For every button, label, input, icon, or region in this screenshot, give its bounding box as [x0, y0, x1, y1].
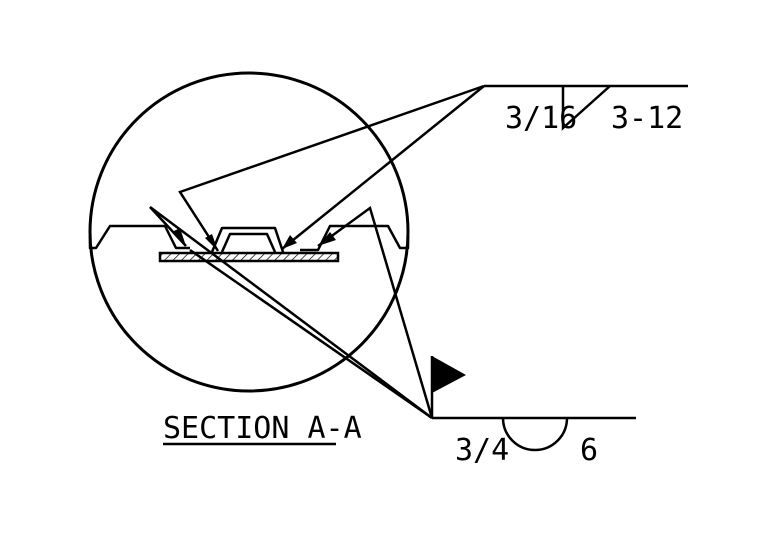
- plug-weld-length: 6: [580, 433, 598, 468]
- fillet-leader-left: [178, 84, 485, 252]
- hat-channel-outer: [210, 226, 285, 253]
- deck-profile-left: [88, 224, 190, 250]
- fillet-arrow-left: [205, 234, 218, 251]
- plug-leader-2: [189, 248, 433, 420]
- fillet-leader-right: [281, 85, 485, 250]
- hat-channel-inner: [220, 232, 277, 253]
- fillet-arrow-right: [282, 235, 297, 249]
- plug-leader-1b: [149, 206, 187, 247]
- fillet-weld-length-pitch: 3-12: [611, 101, 683, 136]
- section-label: SECTION A-A: [163, 411, 362, 446]
- plug-leader-3: [317, 205, 434, 419]
- field-weld-flag-icon: [432, 356, 466, 393]
- fillet-weld-size: 3/16: [505, 101, 577, 136]
- detail-circle: [88, 71, 410, 393]
- plug-arrow-3: [318, 232, 336, 246]
- deck-profile-right: [300, 224, 410, 252]
- plug-leader-1: [149, 205, 433, 420]
- fillet-weld-symbol: [561, 85, 611, 131]
- plug-weld-size: 3/4: [455, 433, 509, 468]
- base-plate: [158, 251, 340, 263]
- plug-weld-symbol: [501, 417, 569, 452]
